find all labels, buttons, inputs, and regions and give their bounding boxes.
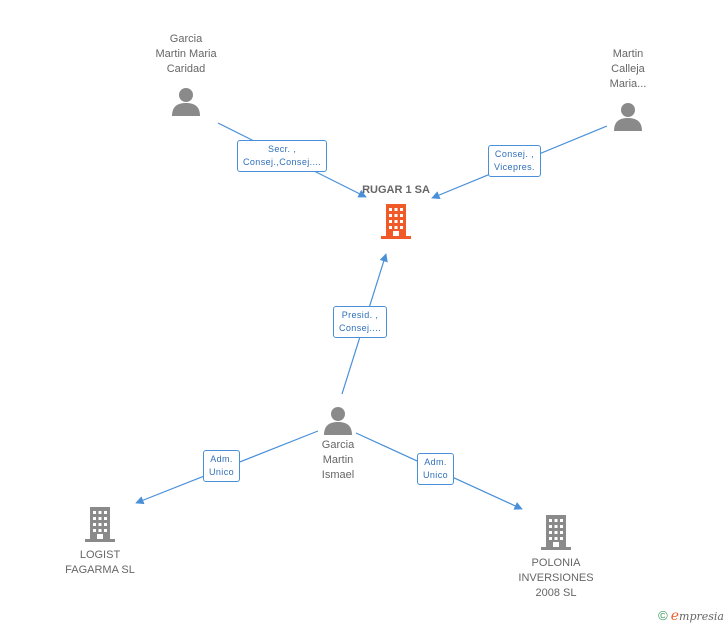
edge-label-line: Consej.,Consej.... (243, 157, 322, 167)
node-logist-line1: LOGIST (79, 549, 121, 561)
node-polonia-line2: INVERSIONES (518, 572, 594, 584)
edge-label-ismael-logist[interactable]: Adm. Unico (203, 450, 241, 482)
node-caridad-line1: Garcia (169, 33, 203, 45)
edge-label-line: Adm. (424, 457, 447, 467)
person-icon (324, 407, 352, 435)
node-polonia-line3: 2008 SL (535, 587, 577, 599)
node-logist-line2: FAGARMA SL (65, 564, 135, 576)
edge-label-line: Presid. , (341, 310, 379, 320)
edge-label-line: Unico (423, 470, 449, 480)
node-ismael[interactable]: Garcia Martin Ismael (288, 405, 388, 483)
node-ismael-line2: Martin (322, 454, 354, 466)
building-icon (381, 204, 411, 239)
node-polonia-line1: POLONIA (531, 557, 581, 569)
node-calleja-line1: Martin (612, 48, 644, 60)
edge-label-calleja-rugar[interactable]: Consej. , Vicepres. (488, 145, 541, 177)
edge-label-caridad-rugar[interactable]: Secr. , Consej.,Consej.... (237, 140, 328, 172)
node-ismael-line1: Garcia (321, 439, 355, 451)
node-calleja-line3: Maria... (609, 78, 647, 90)
edge-label-line: Consej. , (494, 149, 535, 159)
building-icon (85, 507, 115, 542)
node-caridad-line3: Caridad (166, 63, 206, 75)
brand-initial: e (670, 608, 680, 624)
node-calleja[interactable]: Martin Calleja Maria... (580, 47, 676, 131)
node-rugar[interactable]: RUGAR 1 SA (346, 183, 446, 240)
node-rugar-label: RUGAR 1 SA (362, 184, 430, 196)
node-caridad-line2: Martin Maria (155, 48, 217, 60)
edge-label-line: Adm. (210, 454, 233, 464)
edge-label-ismael-rugar[interactable]: Presid. , Consej.... (333, 306, 388, 338)
building-icon (541, 515, 571, 550)
edge-label-line: Unico (209, 467, 235, 477)
person-icon (614, 103, 642, 131)
footer-watermark: © empresia (658, 608, 724, 624)
person-icon (172, 88, 200, 116)
edge-label-line: Consej.... (339, 323, 382, 333)
edge-label-ismael-polonia[interactable]: Adm. Unico (417, 453, 455, 485)
brand-rest: mpresia (679, 610, 724, 623)
edge-label-line: Vicepres. (494, 162, 535, 172)
node-ismael-line3: Ismael (321, 469, 355, 481)
edge-label-line: Secr. , (267, 144, 297, 154)
brand-logo: empresia (670, 608, 724, 624)
node-calleja-line2: Calleja (611, 63, 645, 75)
node-caridad[interactable]: Garcia Martin Maria Caridad (136, 32, 236, 116)
copyright-symbol: © (658, 608, 668, 623)
node-polonia[interactable]: POLONIA INVERSIONES 2008 SL (506, 515, 606, 601)
node-logist[interactable]: LOGIST FAGARMA SL (50, 507, 150, 578)
